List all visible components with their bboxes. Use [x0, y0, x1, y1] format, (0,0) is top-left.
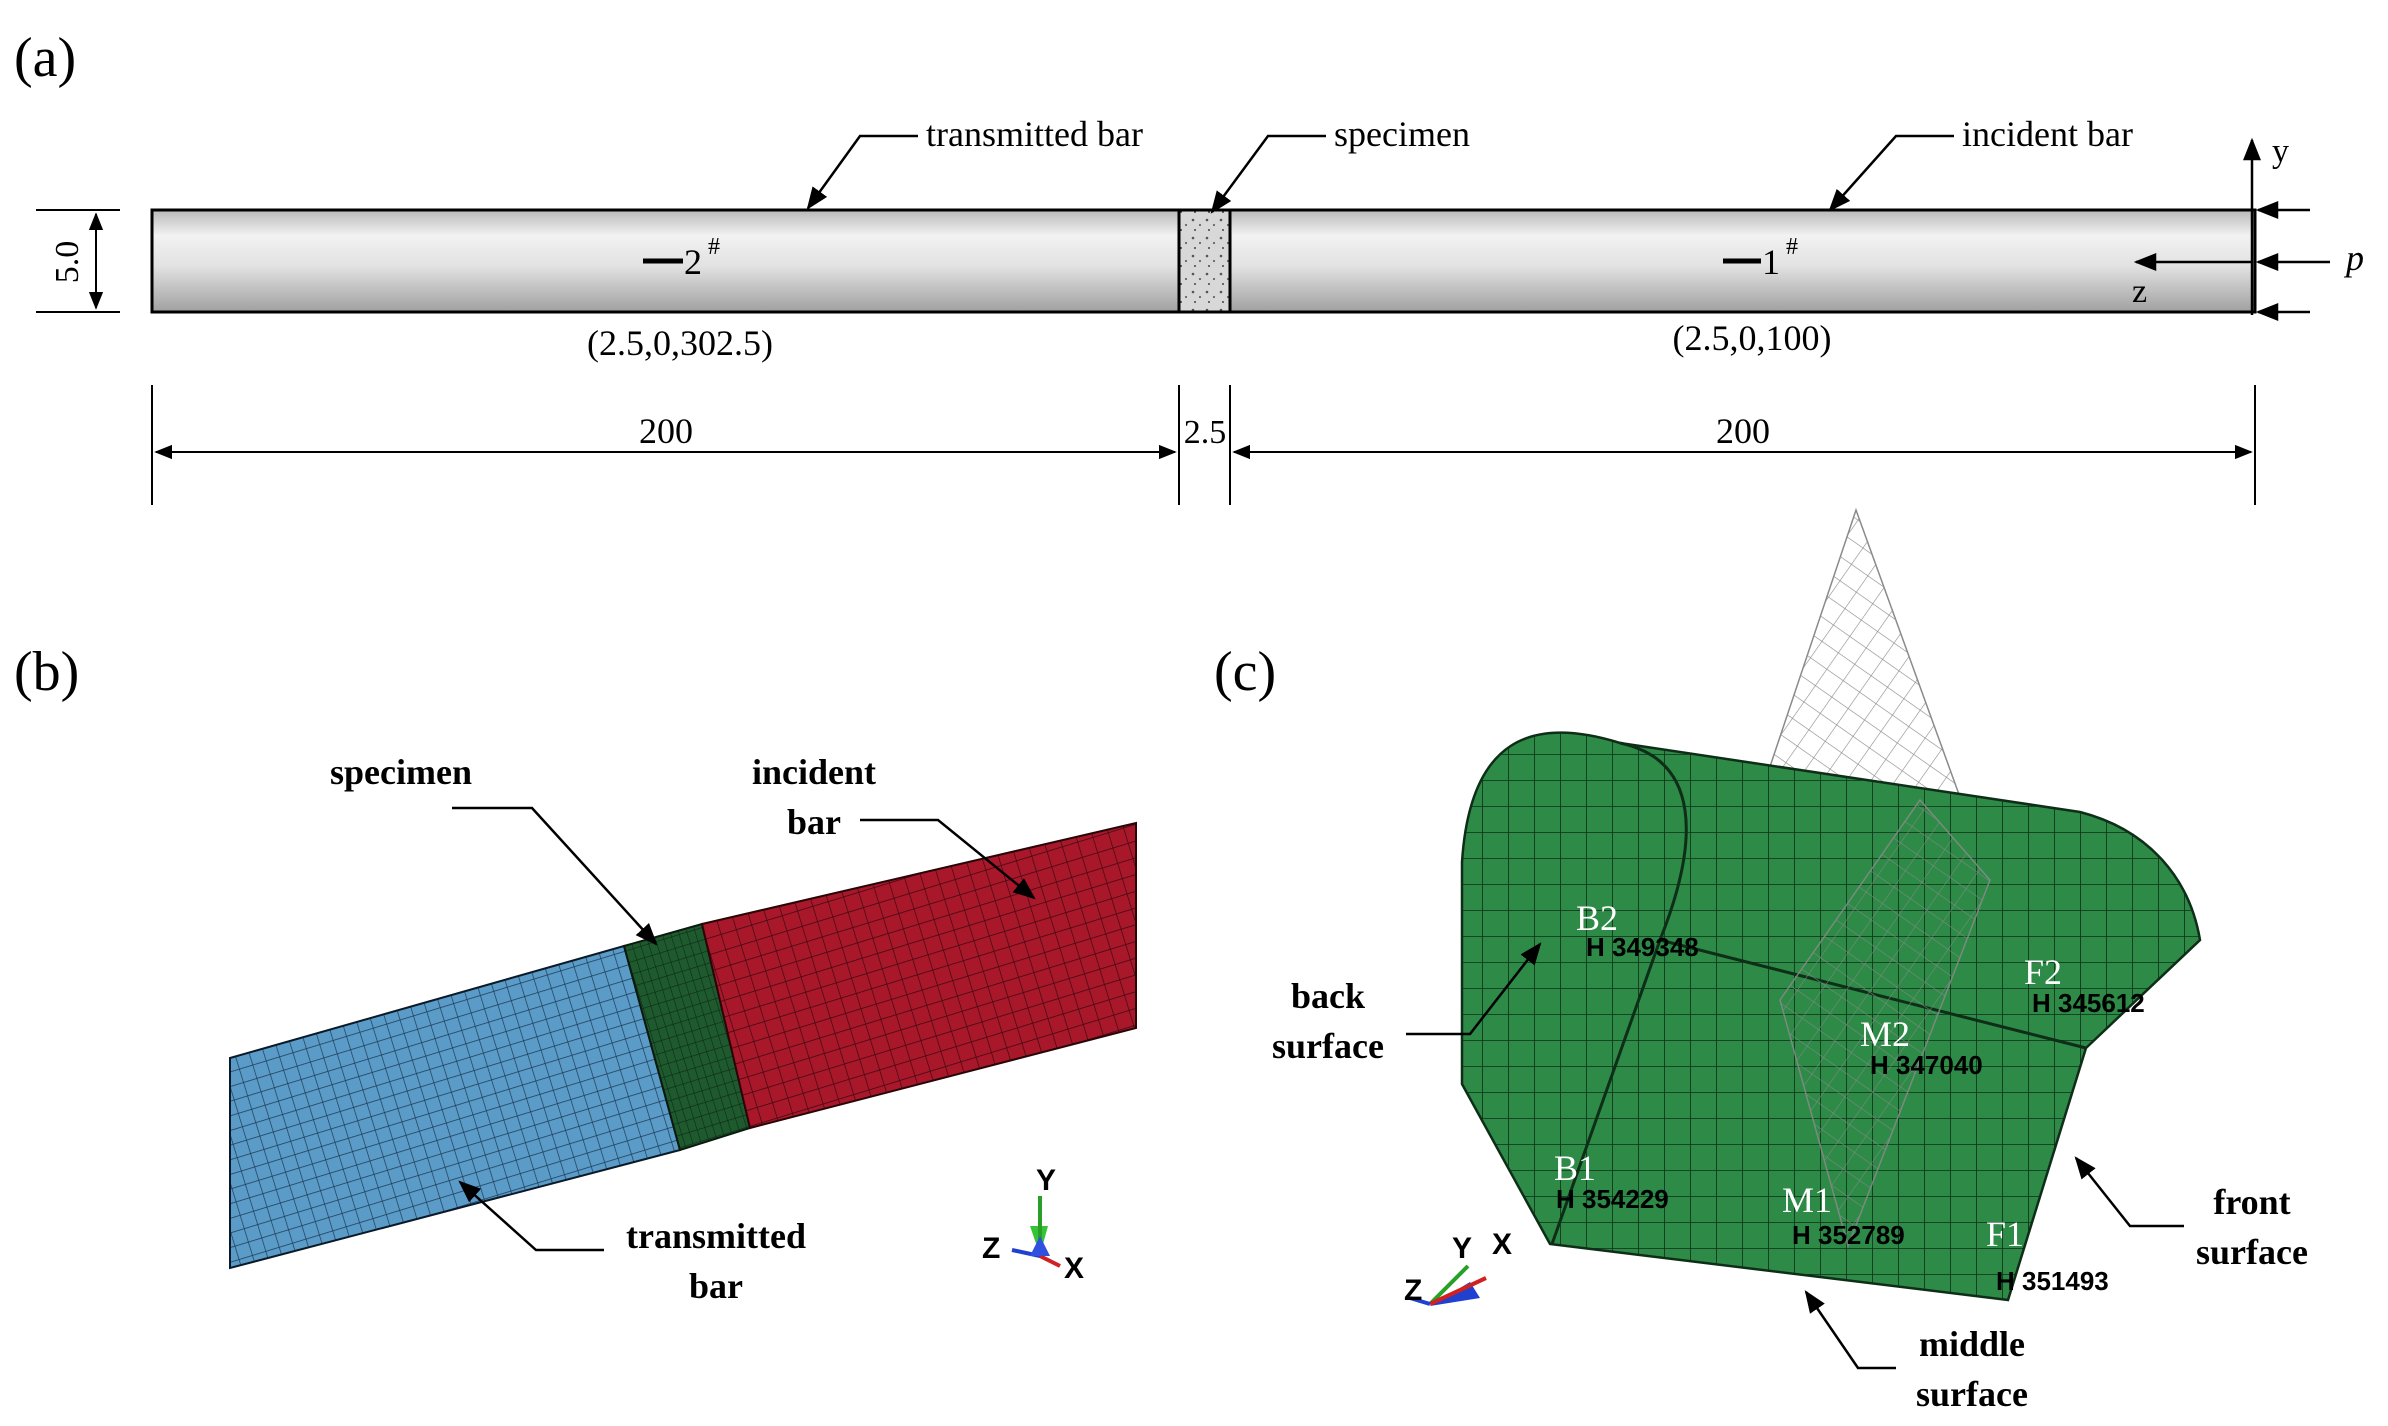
middle-surface-line2: surface — [1916, 1374, 2028, 1414]
panel-b-label: (b) — [14, 641, 79, 703]
point-b2-node: H 349348 — [1586, 932, 1699, 962]
incident-callout-line2: bar — [787, 802, 841, 842]
dimension-specimen-length: 2.5 — [1184, 414, 1227, 451]
specimen-callout-arrow — [452, 806, 658, 946]
triad-c-y-label: Y — [1452, 1232, 1472, 1265]
callout-incident-bar-label: incident bar — [1962, 114, 2133, 154]
transmitted-callout-line2: bar — [689, 1266, 743, 1306]
point-b1-node: H 354229 — [1556, 1184, 1669, 1214]
height-dimension: 5.0 — [36, 209, 120, 313]
length-dimensions — [151, 385, 2256, 505]
axis-triad-c: Y X Z — [1404, 1228, 1512, 1307]
transmitted-callout-arrow — [458, 1180, 604, 1252]
point-f1-label: F1 — [1986, 1214, 2024, 1254]
point-b2-label: B2 — [1576, 898, 1618, 938]
point-f2-node: H 345612 — [2032, 988, 2145, 1018]
front-surface-line1: front — [2213, 1182, 2290, 1222]
gauge-2-label: 2 — [684, 242, 702, 282]
gauge-2-coordinates: (2.5,0,302.5) — [587, 323, 773, 363]
height-dimension-label: 5.0 — [49, 241, 86, 284]
dimension-transmitted-length: 200 — [639, 411, 693, 451]
triad-b-z-label: Z — [982, 1232, 1000, 1265]
point-b1-label: B1 — [1554, 1148, 1596, 1188]
y-axis-label: y — [2272, 133, 2289, 170]
callout-transmitted-bar-label: transmitted bar — [926, 114, 1143, 154]
back-surface-line2: surface — [1272, 1026, 1384, 1066]
specimen-2d — [1177, 208, 1232, 314]
load-arrows — [2255, 201, 2330, 321]
incident-callout-line1: incident — [752, 752, 876, 792]
panel-a-label: (a) — [14, 27, 76, 89]
point-m1-node: H 352789 — [1792, 1220, 1905, 1250]
point-f2-label: F2 — [2024, 952, 2062, 992]
gauge-1-hash: # — [1786, 234, 1798, 260]
front-surface-line2: surface — [2196, 1232, 2308, 1272]
incident-callout-arrow — [860, 818, 1036, 900]
panel-c-label: (c) — [1214, 641, 1276, 703]
point-f1-node: H 351493 — [1996, 1266, 2109, 1296]
callout-specimen — [1210, 134, 1326, 214]
back-surface-line1: back — [1291, 976, 1365, 1016]
middle-surface-line1: middle — [1919, 1324, 2025, 1364]
point-m2-node: H 347040 — [1870, 1050, 1983, 1080]
specimen-callout-label: specimen — [330, 752, 472, 792]
point-m2-label: M2 — [1860, 1014, 1910, 1054]
front-surface-arrow — [2074, 1156, 2184, 1228]
panel-c: (c) B2 H 349348 F2 H 345612 M2 H 347040 … — [1214, 507, 2308, 1414]
point-m1-label: M1 — [1782, 1180, 1832, 1220]
gauge-1-label: 1 — [1762, 242, 1780, 282]
transmitted-bar-mesh — [229, 944, 682, 1270]
triad-b-x-label: X — [1064, 1252, 1084, 1285]
back-surface-arrow — [1406, 942, 1542, 1036]
incident-bar-mesh — [700, 821, 1137, 1130]
panel-b: (b) specimen incident bar transmitted ba… — [14, 641, 1137, 1306]
gauge-1-coordinates: (2.5,0,100) — [1673, 318, 1832, 358]
triad-c-z-label: Z — [1404, 1274, 1422, 1307]
z-axis-label: z — [2132, 273, 2147, 310]
panel-a: (a) 5.0 transmitted bar specimen inciden… — [14, 27, 2364, 505]
middle-surface-plane-front — [1779, 798, 1991, 1249]
callout-transmitted-bar — [806, 134, 918, 210]
gauge-2-hash: # — [708, 234, 720, 260]
axis-triad-b: Y Z X — [982, 1164, 1084, 1285]
triad-b-y-label: Y — [1036, 1164, 1056, 1197]
callout-specimen-label: specimen — [1334, 114, 1470, 154]
transmitted-callout-line1: transmitted — [626, 1216, 806, 1256]
dimension-incident-length: 200 — [1716, 411, 1770, 451]
middle-surface-arrow — [1804, 1290, 1896, 1370]
triad-c-x-label: X — [1492, 1228, 1512, 1261]
callout-incident-bar — [1828, 134, 1954, 212]
load-label: p — [2343, 238, 2364, 278]
